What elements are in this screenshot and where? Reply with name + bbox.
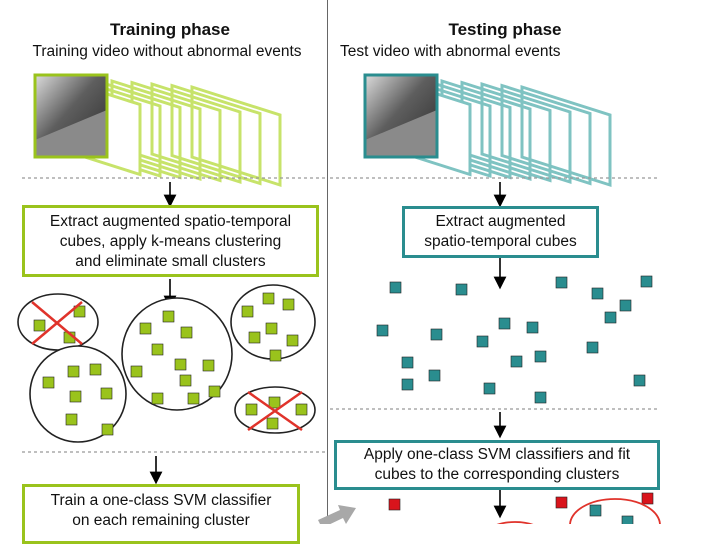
- fitted-cluster-ellipse: [569, 498, 661, 524]
- cube-icon: [266, 417, 279, 430]
- cube-icon: [202, 359, 215, 372]
- cube-icon: [269, 349, 282, 362]
- cube-icon: [476, 335, 489, 348]
- cube-icon: [376, 324, 389, 337]
- video-frame: [150, 81, 242, 185]
- cube-icon: [187, 392, 200, 405]
- cube-icon: [534, 350, 547, 363]
- cube-icon: [151, 392, 164, 405]
- testing-video-thumbnail: [363, 73, 439, 159]
- rejected-cluster-cross-bottom: [247, 390, 303, 432]
- cube-icon: [295, 403, 308, 416]
- cube-icon: [265, 322, 278, 335]
- testing-step-apply-svm: Apply one-class SVM classifiers and fit …: [334, 440, 660, 490]
- training-phase-title: Training phase: [110, 20, 230, 39]
- training-step-train-svm: Train a one-class SVM classifier on each…: [22, 484, 300, 544]
- training-step1-line2: cubes, apply k-means clustering: [59, 233, 282, 250]
- cube-icon: [510, 355, 523, 368]
- cube-icon: [73, 305, 86, 318]
- cube-icon: [268, 396, 281, 409]
- training-step1-line1: Extract augmented spatio-temporal: [49, 213, 292, 230]
- abnormal-cube: [388, 498, 401, 511]
- cube-icon: [640, 275, 653, 288]
- training-step2-line1: Train a one-class SVM classifier: [50, 492, 272, 509]
- cube-icon: [286, 334, 299, 347]
- video-frame: [480, 81, 572, 185]
- cube-icon: [248, 331, 261, 344]
- training-to-testing-arrow: [318, 505, 356, 524]
- cube-icon: [100, 387, 113, 400]
- cube-icon: [619, 299, 632, 312]
- training-step1-line3: and eliminate small clusters: [75, 253, 266, 270]
- testing-step2-line2: cubes to the corresponding clusters: [374, 466, 620, 483]
- cube-icon: [89, 363, 102, 376]
- cube-icon: [555, 276, 568, 289]
- phase-divider: [327, 0, 328, 524]
- training-video-frames: [33, 73, 282, 188]
- cube-icon: [245, 403, 258, 416]
- cube-icon: [208, 385, 221, 398]
- cube-icon: [151, 343, 164, 356]
- cube-icon: [498, 317, 511, 330]
- cube-icon: [526, 321, 539, 334]
- cube-icon: [401, 378, 414, 391]
- testing-step1-line2: spatio-temporal cubes: [424, 233, 577, 250]
- training-video-thumbnail: [33, 73, 109, 159]
- training-video-caption: Training video without abnormal events: [32, 43, 302, 60]
- video-frame: [190, 84, 282, 188]
- cube-icon: [282, 298, 295, 311]
- cube-icon: [67, 365, 80, 378]
- testing-video-frames: [363, 73, 612, 188]
- testing-step1-line1: Extract augmented: [435, 213, 566, 230]
- cube-icon: [455, 283, 468, 296]
- testing-phase-title: Testing phase: [448, 20, 562, 39]
- cube-icon: [162, 310, 175, 323]
- training-step2-line2: on each remaining cluster: [72, 512, 250, 529]
- cube-icon: [130, 365, 143, 378]
- abnormal-cube: [555, 496, 568, 509]
- cube-icon: [241, 305, 254, 318]
- testing-step-extract: Extract augmented spatio-temporal cubes: [402, 206, 599, 258]
- video-frame: [520, 84, 612, 188]
- cube-icon: [483, 382, 496, 395]
- cube-icon: [586, 341, 599, 354]
- testing-step2-line1: Apply one-class SVM classifiers and fit: [363, 446, 631, 463]
- cube-icon: [604, 311, 617, 324]
- fitted-cluster-ellipse: [496, 521, 534, 524]
- training-step-extract-cluster: Extract augmented spatio-temporal cubes,…: [22, 205, 319, 277]
- abnormal-cube: [641, 492, 654, 505]
- video-frame: [170, 83, 262, 186]
- cube-icon: [139, 322, 152, 335]
- cube-icon: [389, 281, 402, 294]
- cube-icon: [65, 413, 78, 426]
- cube-icon: [33, 319, 46, 332]
- cube-icon: [69, 390, 82, 403]
- cube-icon: [101, 423, 114, 436]
- cube-icon: [591, 287, 604, 300]
- cube-icon: [428, 369, 441, 382]
- cube-icon: [179, 374, 192, 387]
- cube-icon: [262, 292, 275, 305]
- video-frame: [500, 83, 592, 186]
- testing-video-caption: Test video with abnormal events: [340, 43, 561, 60]
- rejected-cluster-cross-top: [31, 301, 83, 345]
- cube-icon: [401, 356, 414, 369]
- cube-icon: [430, 328, 443, 341]
- cube-icon: [534, 391, 547, 404]
- cube-icon: [174, 358, 187, 371]
- cube-icon: [633, 374, 646, 387]
- cube-icon: [42, 376, 55, 389]
- cube-icon: [180, 326, 193, 339]
